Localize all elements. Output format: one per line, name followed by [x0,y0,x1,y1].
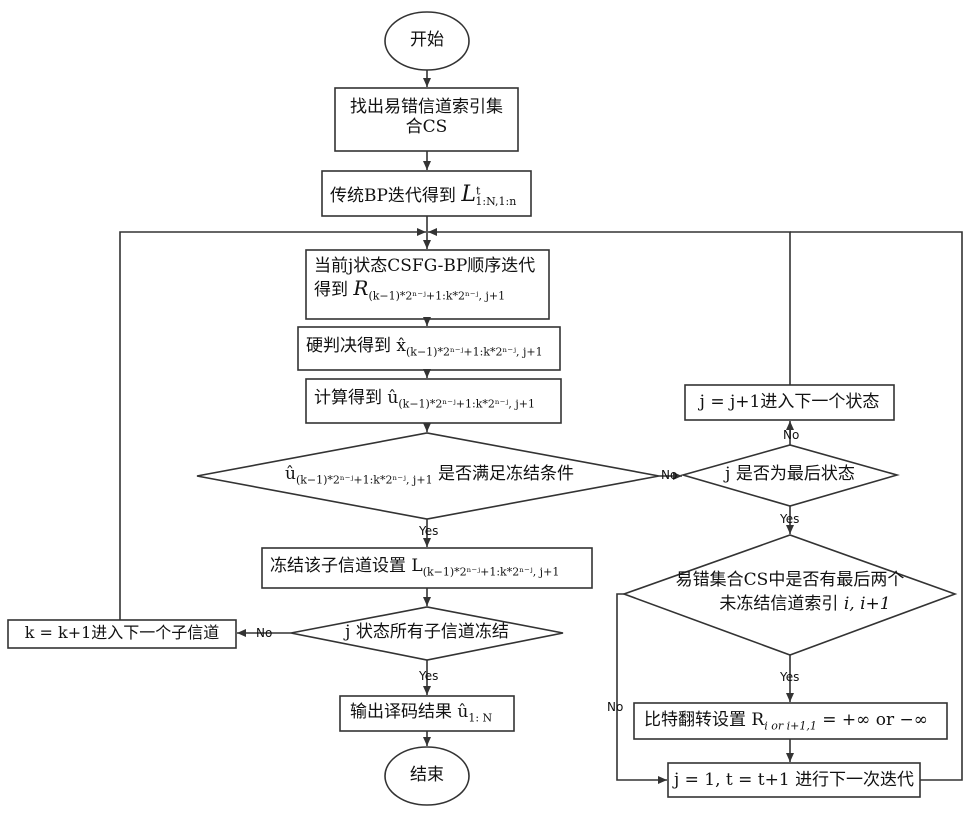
output-text: 输出译码结果 [350,702,452,722]
no-label-last-state: No [783,428,799,442]
cs-check-label-line1: 易错集合CS中是否有最后两个 [660,571,920,591]
cs-check-vars: i, i+1 [844,594,891,614]
traditional-bp-text: 传统BP迭代得到 [330,186,456,206]
cs-check-text-line2: 未冻结信道索引 [719,594,838,614]
next-state-label: j = j+1进入下一个状态 [685,393,894,413]
yes-label-cs-check: Yes [780,670,799,684]
compute-symbol: û [387,388,398,408]
next-subchannel-label: k = k+1进入下一个子信道 [8,624,236,642]
end-label: 结束 [397,766,457,786]
no-label-all-frozen: No [256,626,272,640]
no-label-cs-check: No [607,700,623,714]
freeze-set-label: 冻结该子信道设置 L(k−1)*2ⁿ⁻ʲ+1:k*2ⁿ⁻ʲ, j+1 [270,557,559,579]
freeze-check-label: û(k−1)*2ⁿ⁻ʲ+1:k*2ⁿ⁻ʲ, j+1 是否满足冻结条件 [285,465,574,487]
traditional-bp-sub: 1:N,1:n [475,195,516,208]
freeze-set-text: 冻结该子信道设置 [270,556,406,576]
hard-decision-symbol: x̂ [396,336,406,356]
bit-flip-symbol: R [751,710,764,730]
no-label-freeze-check: No [661,468,677,482]
current-state-label: 当前j状态CSFG-BP顺序迭代得到 R(k−1)*2ⁿ⁻ʲ+1:k*2ⁿ⁻ʲ,… [314,257,544,303]
yes-label-freeze: Yes [419,524,438,538]
hard-decision-sub: (k−1)*2ⁿ⁻ʲ+1:k*2ⁿ⁻ʲ, j+1 [406,345,543,358]
compute-sub: (k−1)*2ⁿ⁻ʲ+1:k*2ⁿ⁻ʲ, j+1 [398,397,535,410]
traditional-bp-label: 传统BP迭代得到 Lt1:N,1:n [330,182,516,209]
find-cs-label: 找出易错信道索引集合CS [345,98,508,137]
start-label: 开始 [397,31,457,51]
hard-decision-text: 硬判决得到 [306,336,391,356]
freeze-set-symbol: L [411,556,422,576]
freeze-check-text: 是否满足冻结条件 [438,464,574,484]
compute-text: 计算得到 [314,388,382,408]
yes-label-all-frozen: Yes [419,669,438,683]
output-sub: 1: N [468,711,492,724]
next-iter-label: j = 1, t = t+1 进行下一次迭代 [668,771,920,791]
bit-flip-value: = +∞ or −∞ [822,710,928,730]
last-state-check-label: j 是否为最后状态 [715,465,865,485]
current-state-sub: (k−1)*2ⁿ⁻ʲ+1:k*2ⁿ⁻ʲ, j+1 [368,289,505,302]
bit-flip-sub: i or i+1,1 [764,719,817,732]
traditional-bp-symbol: L [461,182,476,207]
bit-flip-label: 比特翻转设置 Ri or i+1,1 = +∞ or −∞ [644,711,928,733]
freeze-set-sub: (k−1)*2ⁿ⁻ʲ+1:k*2ⁿ⁻ʲ, j+1 [423,565,560,578]
yes-label-last-state: Yes [780,512,799,526]
compute-label: 计算得到 û(k−1)*2ⁿ⁻ʲ+1:k*2ⁿ⁻ʲ, j+1 [314,389,535,411]
hard-decision-label: 硬判决得到 x̂(k−1)*2ⁿ⁻ʲ+1:k*2ⁿ⁻ʲ, j+1 [306,337,543,359]
output-symbol: û [457,702,468,722]
output-label: 输出译码结果 û1: N [350,703,492,725]
cs-check-label-line2: 未冻结信道索引 i, i+1 [700,595,910,615]
freeze-check-sub: (k−1)*2ⁿ⁻ʲ+1:k*2ⁿ⁻ʲ, j+1 [296,473,433,486]
current-state-symbol: R [353,276,368,300]
all-frozen-label: j 状态所有子信道冻结 [337,623,517,643]
bit-flip-text: 比特翻转设置 [644,710,746,730]
freeze-check-symbol: û [285,464,296,484]
